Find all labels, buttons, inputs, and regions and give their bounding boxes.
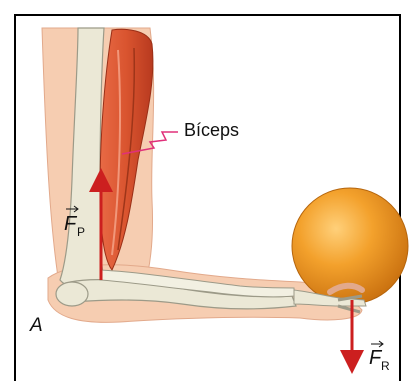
biceps-label: Bíceps <box>184 120 239 140</box>
fp-label-sub: P <box>77 225 85 239</box>
pivot-point-label: A <box>29 315 43 336</box>
fr-label-sub: R <box>381 359 390 373</box>
elbow-joint <box>56 282 88 306</box>
fp-label-main: F <box>64 213 78 235</box>
fr-label: F R <box>369 341 390 373</box>
